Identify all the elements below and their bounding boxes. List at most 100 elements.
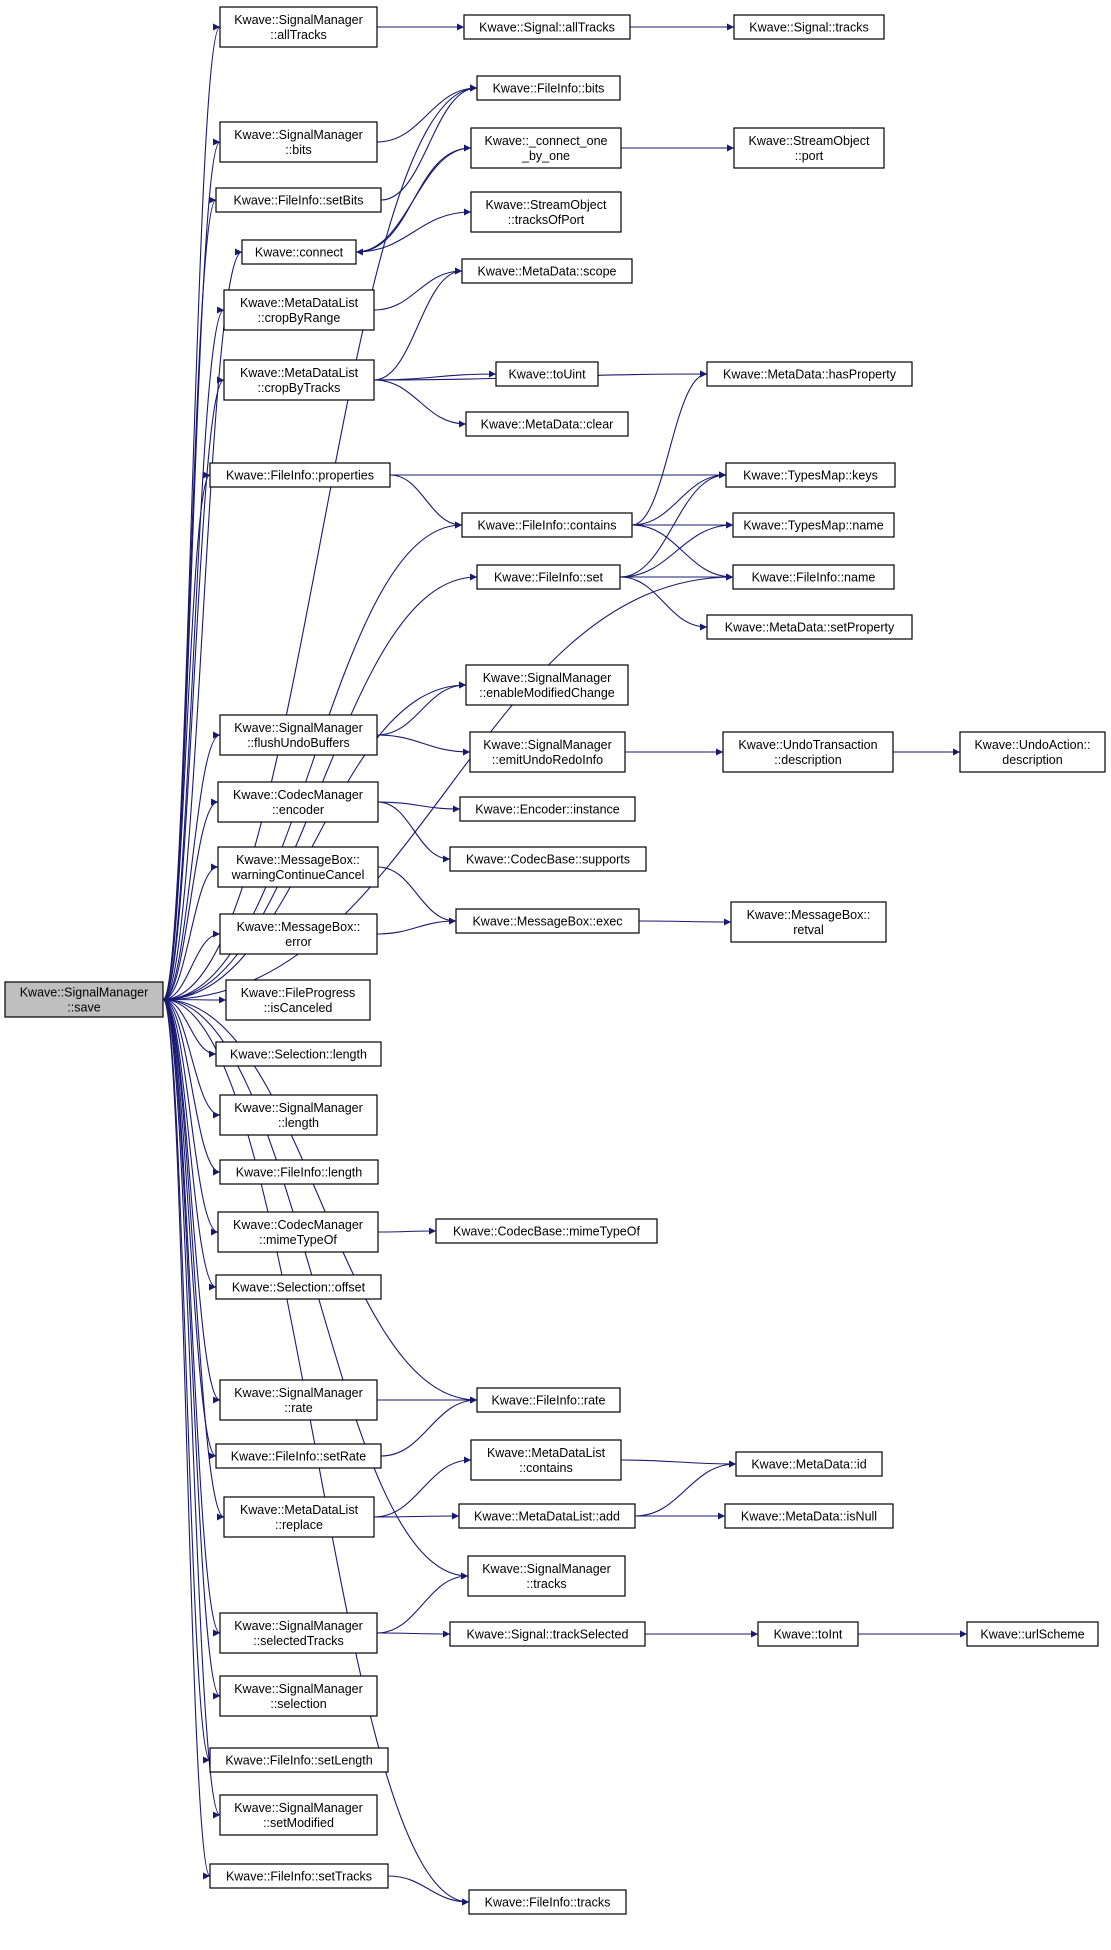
node-box xyxy=(463,14,631,40)
node-so-port[interactable]: Kwave::StreamObject::port xyxy=(733,127,885,169)
node-sig-tracks[interactable]: Kwave::Signal::tracks xyxy=(733,14,885,40)
node-save[interactable]: Kwave::SignalManager::save xyxy=(4,981,164,1018)
node-mb-error[interactable]: Kwave::MessageBox::error xyxy=(219,913,378,955)
node-md-id[interactable]: Kwave::MetaData::id xyxy=(735,1451,883,1477)
node-mdl-contains[interactable]: Kwave::MetaDataList::contains xyxy=(470,1439,622,1481)
node-label: Kwave::MetaDataList xyxy=(487,1446,606,1460)
node-label: Kwave::MetaDataList xyxy=(240,296,359,310)
node-box xyxy=(209,462,391,488)
node-box xyxy=(458,1503,636,1529)
node-so-tracksOfPort[interactable]: Kwave::StreamObject::tracksOfPort xyxy=(470,191,622,233)
node-ut-description[interactable]: Kwave::UndoTransaction::description xyxy=(722,731,894,773)
node-sm-selection[interactable]: Kwave::SignalManager::selection xyxy=(219,1675,378,1717)
node-md-scope[interactable]: Kwave::MetaData::scope xyxy=(461,258,633,284)
node-label: Kwave::urlScheme xyxy=(980,1628,1084,1642)
node-fi-setBits[interactable]: Kwave::FileInfo::setBits xyxy=(215,187,382,213)
node-box xyxy=(223,359,375,401)
node-toInt[interactable]: Kwave::toInt xyxy=(757,1621,859,1647)
node-sm-flushUndoBuffers[interactable]: Kwave::SignalManager::flushUndoBuffers xyxy=(219,714,378,756)
node-fi-bits[interactable]: Kwave::FileInfo::bits xyxy=(476,75,621,101)
node-cb-mimeTypeOf[interactable]: Kwave::CodecBase::mimeTypeOf xyxy=(435,1218,658,1244)
node-tm-keys[interactable]: Kwave::TypesMap::keys xyxy=(725,462,896,488)
node-mdl-replace[interactable]: Kwave::MetaDataList::replace xyxy=(223,1496,375,1538)
node-box xyxy=(217,846,379,888)
node-mdl-cropByTracks[interactable]: Kwave::MetaDataList::cropByTracks xyxy=(223,359,375,401)
edge-fi_set-to-md_setProperty xyxy=(619,576,708,631)
node-conn-one[interactable]: Kwave::_connect_one_by_one xyxy=(470,127,622,169)
node-md-isNull[interactable]: Kwave::MetaData::isNull xyxy=(724,1503,894,1529)
node-cm-mimeTypeOf[interactable]: Kwave::CodecManager::mimeTypeOf xyxy=(217,1211,379,1253)
node-label: Kwave::toInt xyxy=(774,1628,843,1642)
node-sm-selectedTracks[interactable]: Kwave::SignalManager::selectedTracks xyxy=(219,1612,378,1654)
node-fi-rate[interactable]: Kwave::FileInfo::rate xyxy=(476,1387,621,1413)
node-fp-isCanceled[interactable]: Kwave::FileProgress::isCanceled xyxy=(225,979,371,1021)
node-cm-encoder[interactable]: Kwave::CodecManager::encoder xyxy=(217,781,379,823)
node-label: Kwave::MetaData::clear xyxy=(481,418,614,432)
node-box xyxy=(217,781,379,823)
node-sm-emitUndoRedoInfo[interactable]: Kwave::SignalManager::emitUndoRedoInfo xyxy=(469,731,626,773)
node-md-clear[interactable]: Kwave::MetaData::clear xyxy=(465,411,629,437)
node-fi-name[interactable]: Kwave::FileInfo::name xyxy=(732,564,895,590)
node-sm-rate[interactable]: Kwave::SignalManager::rate xyxy=(219,1379,378,1421)
node-mb-warning[interactable]: Kwave::MessageBox::warningContinueCancel xyxy=(217,846,379,888)
node-fi-setRate[interactable]: Kwave::FileInfo::setRate xyxy=(215,1443,382,1469)
node-mb-retval[interactable]: Kwave::MessageBox::retval xyxy=(730,901,887,943)
node-box xyxy=(219,6,378,48)
node-md-hasProperty[interactable]: Kwave::MetaData::hasProperty xyxy=(706,361,913,387)
edge-save-to-cm_encoder xyxy=(162,798,219,1001)
node-fi-contains[interactable]: Kwave::FileInfo::contains xyxy=(461,512,633,538)
edge-fi_set-to-tm_keys xyxy=(619,471,727,578)
node-sel-offset[interactable]: Kwave::Selection::offset xyxy=(215,1274,382,1300)
node-sm-length[interactable]: Kwave::SignalManager::length xyxy=(219,1094,378,1136)
node-tm-name[interactable]: Kwave::TypesMap::name xyxy=(732,512,895,538)
node-label: Kwave::MetaData::scope xyxy=(478,265,617,279)
node-label: Kwave::FileInfo::setTracks xyxy=(226,1870,372,1884)
node-fi-set[interactable]: Kwave::FileInfo::set xyxy=(476,564,621,590)
node-sm-setModified[interactable]: Kwave::SignalManager::setModified xyxy=(219,1794,378,1836)
node-box xyxy=(219,1379,378,1421)
node-box xyxy=(219,1159,379,1185)
node-enc-instance[interactable]: Kwave::Encoder::instance xyxy=(459,796,636,822)
node-label: Kwave::FileInfo::contains xyxy=(478,519,617,533)
node-sm-bits[interactable]: Kwave::SignalManager::bits xyxy=(219,121,378,163)
edge-save-to-fi_name xyxy=(162,573,734,1001)
node-label: Kwave::Signal::trackSelected xyxy=(467,1628,629,1642)
edge-mdl_replace-to-mdl_add xyxy=(373,1512,460,1520)
node-mdl-add[interactable]: Kwave::MetaDataList::add xyxy=(458,1503,636,1529)
node-sm-enableModifiedChange[interactable]: Kwave::SignalManager::enableModifiedChan… xyxy=(465,664,629,706)
node-mdl-cropByRange[interactable]: Kwave::MetaDataList::cropByRange xyxy=(223,289,375,331)
node-md-setProperty[interactable]: Kwave::MetaData::setProperty xyxy=(706,614,913,640)
node-label: description xyxy=(1002,753,1062,767)
node-label: ::length xyxy=(278,1116,319,1130)
node-fi-properties[interactable]: Kwave::FileInfo::properties xyxy=(209,462,391,488)
node-cb-supports[interactable]: Kwave::CodecBase::supports xyxy=(449,846,647,872)
node-urlScheme[interactable]: Kwave::urlScheme xyxy=(966,1621,1099,1647)
edge-mdl_add-to-md_id xyxy=(634,1460,737,1517)
node-box xyxy=(495,361,599,387)
edge-sm_bits-to-fi_bits xyxy=(376,84,478,143)
node-fi-length[interactable]: Kwave::FileInfo::length xyxy=(219,1159,379,1185)
node-label: ::selectedTracks xyxy=(253,1634,344,1648)
node-connect[interactable]: Kwave::connect xyxy=(241,239,357,265)
node-fi-tracks[interactable]: Kwave::FileInfo::tracks xyxy=(468,1889,627,1915)
node-label: Kwave::SignalManager xyxy=(234,721,363,735)
edge-fi_setBits-to-fi_bits xyxy=(380,84,478,201)
node-label: Kwave::MetaData::id xyxy=(751,1458,866,1472)
node-label: _by_one xyxy=(521,149,570,163)
node-ua-description[interactable]: Kwave::UndoAction::description xyxy=(959,731,1106,773)
node-label: Kwave::SignalManager xyxy=(483,671,612,685)
edge-fi_contains-to-fi_name xyxy=(631,524,734,581)
node-sig-trackSelected[interactable]: Kwave::Signal::trackSelected xyxy=(449,1621,646,1647)
node-sm-allTracks[interactable]: Kwave::SignalManager::allTracks xyxy=(219,6,378,48)
node-box xyxy=(465,411,629,437)
node-sel-length[interactable]: Kwave::Selection::length xyxy=(215,1041,382,1067)
node-mb-exec[interactable]: Kwave::MessageBox::exec xyxy=(455,908,640,934)
node-sm-tracks[interactable]: Kwave::SignalManager::tracks xyxy=(467,1555,626,1597)
node-label: Kwave::MetaData::hasProperty xyxy=(723,368,897,382)
node-toUint[interactable]: Kwave::toUint xyxy=(495,361,599,387)
node-sig-allTracks[interactable]: Kwave::Signal::allTracks xyxy=(463,14,631,40)
node-label: Kwave::CodecManager xyxy=(233,1218,363,1232)
node-box xyxy=(223,1496,375,1538)
node-fi-setTracks[interactable]: Kwave::FileInfo::setTracks xyxy=(209,1863,389,1889)
node-fi-setLength[interactable]: Kwave::FileInfo::setLength xyxy=(209,1747,389,1773)
